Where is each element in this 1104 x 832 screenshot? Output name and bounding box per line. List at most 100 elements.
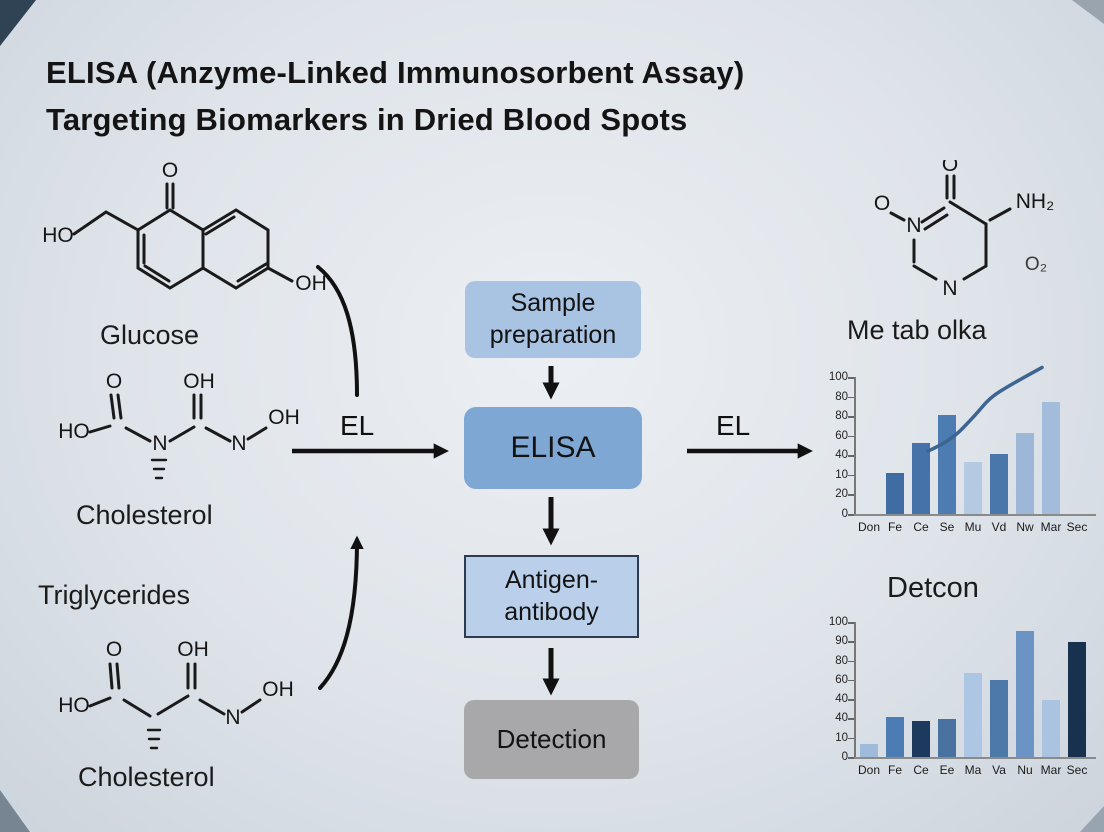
y-tick-label: 90 xyxy=(835,635,848,648)
y-tick-label: 40 xyxy=(835,693,848,706)
x-tick-label: Vd xyxy=(991,520,1007,534)
antigen-antibody-box: Antigen- antibody xyxy=(464,555,639,638)
y-tick-label: 60 xyxy=(835,429,848,442)
y-tick-label: 10 xyxy=(835,731,848,744)
bar-ma xyxy=(964,673,982,757)
atom-label: O xyxy=(942,160,958,176)
glucose-label: Glucose xyxy=(100,320,200,350)
bar-vd xyxy=(990,453,1008,514)
y-tick-mark xyxy=(848,737,854,740)
atom-label: O xyxy=(106,638,122,661)
y-tick-mark xyxy=(848,514,854,516)
left-arrow-label: EL xyxy=(340,410,375,441)
bar-nw xyxy=(1016,433,1034,514)
y-tick-mark xyxy=(848,718,854,720)
bar-va xyxy=(990,680,1008,757)
sample-preparation-box: Sample preparation xyxy=(465,281,641,358)
y-tick-mark xyxy=(848,396,854,399)
bar-mu xyxy=(964,461,982,514)
cholesterol-top-structure: O HO N OH N OH xyxy=(58,372,300,480)
corner-decoration-bottom-right xyxy=(1080,806,1104,832)
corner-decoration-top-left xyxy=(0,0,36,46)
x-tick-label: Nu xyxy=(1017,763,1033,777)
cholesterol-bottom-structure: O HO OH N OH xyxy=(58,638,294,750)
figure-title: ELISA (Anzyme-Linked Immunosorbent Assay… xyxy=(46,50,744,143)
cholesterol-top-label: Cholesterol xyxy=(76,500,213,530)
bar-mar xyxy=(1042,401,1060,514)
bar-ce xyxy=(912,720,930,757)
y-tick-mark xyxy=(848,660,854,663)
bar-ee xyxy=(938,719,956,757)
atom-label: OH xyxy=(262,678,294,701)
metabolite-label: Me tab olka xyxy=(847,315,987,345)
x-tick-label: Va xyxy=(992,763,1006,777)
y-tick-label: 100 xyxy=(828,616,848,628)
atom-label: N xyxy=(231,432,246,455)
atom-label: O xyxy=(106,372,122,393)
atom-label: NH₂ xyxy=(1016,190,1054,213)
detcon-chart-title: Detcon xyxy=(887,572,979,604)
cholesterol-to-elisa-curve xyxy=(318,535,364,690)
atom-label: O xyxy=(874,192,890,215)
x-tick-label: Fe xyxy=(887,763,902,777)
atom-label: N xyxy=(152,432,167,455)
y-tick-label: 80 xyxy=(835,390,848,403)
y-tick-label: 80 xyxy=(835,654,848,667)
y-tick-mark xyxy=(848,699,854,701)
atom-label: O xyxy=(162,162,178,182)
x-tick-label: Sec xyxy=(1066,763,1088,777)
atom-label: N xyxy=(942,277,957,300)
x-tick-label: Don xyxy=(857,763,880,777)
atom-label: OH xyxy=(295,272,327,295)
glucose-structure: HO O OH xyxy=(42,162,327,295)
atom-label: OH xyxy=(268,406,300,429)
bar-fe xyxy=(886,472,904,514)
x-tick-label: Mu xyxy=(964,520,982,534)
elisa-box-label: ELISA xyxy=(510,431,596,464)
sample-preparation-line-1: Sample xyxy=(510,289,596,318)
x-tick-label: Ce xyxy=(913,763,929,777)
x-tick-label: Don xyxy=(857,520,880,534)
corner-decoration-bottom-left xyxy=(0,790,30,832)
atom-label: HO xyxy=(42,224,74,247)
y-tick-label: 100 xyxy=(828,371,848,383)
atom-label: OH xyxy=(177,638,209,661)
bar-sec xyxy=(1068,642,1086,757)
y-tick-mark xyxy=(848,679,854,682)
bar-mar xyxy=(1042,700,1060,757)
y-tick-mark xyxy=(848,435,854,438)
atom-label: HO xyxy=(58,694,90,717)
y-tick-label: 40 xyxy=(835,712,848,725)
x-tick-label: Ce xyxy=(913,520,929,534)
y-tick-mark xyxy=(848,455,854,457)
x-tick-label: Fe xyxy=(887,520,902,534)
x-tick-label: Se xyxy=(939,520,955,534)
y-tick-mark xyxy=(848,416,854,418)
title-line-1: ELISA (Anzyme-Linked Immunosorbent Assay… xyxy=(46,55,745,90)
atom-label: N xyxy=(906,214,921,237)
y-tick-mark xyxy=(848,757,854,759)
y-tick-label: 0 xyxy=(841,751,848,763)
y-tick-label: 0 xyxy=(841,508,848,520)
y-tick-mark xyxy=(848,641,854,643)
cholesterol-bottom-label: Cholesterol xyxy=(78,762,215,792)
corner-decoration-top-right xyxy=(1072,0,1104,24)
y-tick-label: 10 xyxy=(835,468,848,481)
right-arrow-label: EL xyxy=(716,410,751,441)
bar-fe xyxy=(886,716,904,757)
x-axis-line xyxy=(854,514,1096,516)
atom-label: HO xyxy=(58,420,90,443)
bar-nu xyxy=(1016,631,1034,757)
y-tick-mark xyxy=(848,622,854,624)
bar-ce xyxy=(912,442,930,514)
x-tick-label: Mar xyxy=(1040,520,1062,534)
y-tick-label: 60 xyxy=(835,673,848,686)
x-tick-label: Ma xyxy=(964,763,982,777)
y-tick-mark xyxy=(848,494,854,496)
y-axis-line xyxy=(854,377,856,515)
antigen-antibody-line-1: Antigen- xyxy=(504,566,599,595)
y-tick-mark xyxy=(848,377,854,379)
x-tick-label: Mar xyxy=(1040,763,1062,777)
